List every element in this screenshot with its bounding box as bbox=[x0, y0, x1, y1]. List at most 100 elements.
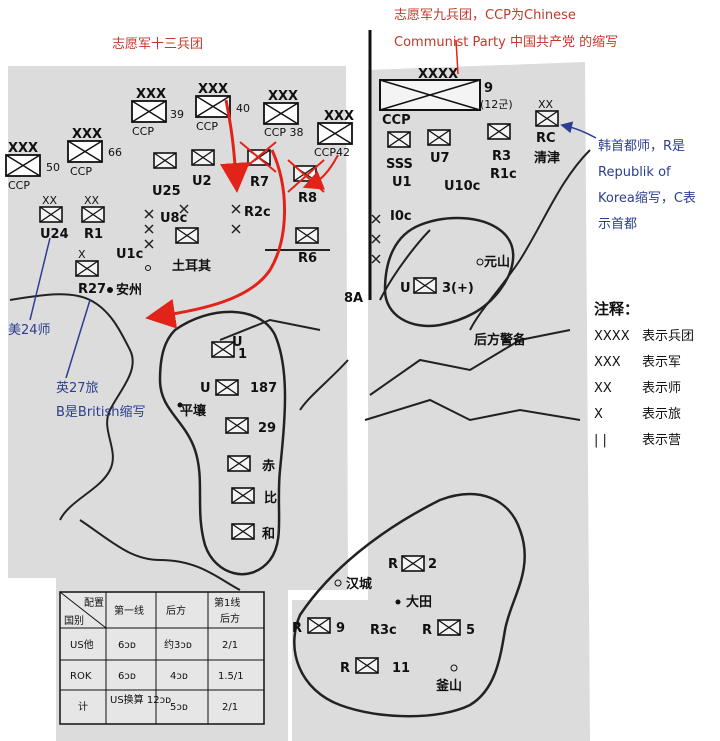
unit-29: 29 bbox=[225, 417, 276, 436]
pointer-uk27 bbox=[65, 299, 91, 379]
annotation-us24: 美24师 bbox=[8, 323, 51, 338]
unit-rc: XX RC bbox=[535, 98, 559, 146]
place-seoul: 汉城 bbox=[346, 576, 372, 592]
ccf-army-40-number: 40 bbox=[236, 102, 250, 115]
pyongyang-zone bbox=[158, 310, 287, 576]
svg-text:9: 9 bbox=[484, 81, 493, 96]
place-anzhou: 安州 bbox=[116, 282, 142, 298]
svg-text:XX: XX bbox=[538, 98, 554, 111]
svg-text:赤: 赤 bbox=[262, 458, 275, 474]
xxx-marker: XXX bbox=[8, 141, 38, 156]
attack-arrow-38-sweep bbox=[145, 149, 286, 329]
town-marker bbox=[145, 265, 151, 271]
front-line-right bbox=[371, 214, 381, 264]
table-row-us-c2: 约3ᴐᴅ bbox=[164, 638, 192, 651]
svg-text:R27: R27 bbox=[78, 282, 106, 297]
table-row-us-c1: 6ᴐᴅ bbox=[118, 640, 136, 651]
svg-text:U7: U7 bbox=[430, 151, 450, 166]
place-busan: 釜山 bbox=[435, 678, 462, 694]
unit-r8: R8 bbox=[293, 165, 317, 206]
unit-u24: XX U24 bbox=[39, 194, 69, 242]
legend-meaning-1: 表示军 bbox=[642, 355, 681, 370]
table-row-total-c1: US换算 12ᴐᴅ bbox=[110, 693, 171, 706]
label-8a: 8A bbox=[344, 291, 363, 306]
attack-arrow-38-main bbox=[219, 99, 250, 193]
unit-u1c: U1c bbox=[116, 247, 143, 262]
legend-symbol-2: XX bbox=[594, 381, 612, 396]
ccf-army-40-label: CCP bbox=[196, 120, 218, 133]
ccf-army-42: XXX CCP42 bbox=[314, 109, 354, 159]
svg-text:土耳其: 土耳其 bbox=[172, 258, 211, 274]
svg-text:29: 29 bbox=[258, 421, 276, 436]
table-row-rok-c1: 6ᴐᴅ bbox=[118, 671, 136, 682]
pointer-us24 bbox=[29, 237, 51, 321]
svg-text:(12군): (12군) bbox=[480, 98, 513, 111]
unit-r1: XX R1 bbox=[81, 194, 105, 242]
table-col2: 后方 bbox=[166, 604, 186, 617]
table-row-us-c3: 2/1 bbox=[222, 640, 238, 651]
ccf-army-39-label: CCP bbox=[132, 125, 154, 138]
place-pyongyang: 平壤 bbox=[180, 403, 207, 419]
svg-text:9: 9 bbox=[336, 621, 345, 636]
svg-text:187: 187 bbox=[250, 381, 277, 396]
unit-r7: R7 bbox=[247, 149, 271, 190]
annotation-rok-capital-4: 示首都 bbox=[598, 217, 637, 232]
unit-u187: U 187 bbox=[200, 379, 277, 396]
annotation-ccf9-line1: 志愿军九兵团，CCP为Chinese bbox=[394, 8, 576, 23]
table-row-rok-label: ROK bbox=[70, 671, 92, 682]
ccf-army-50-label: CCP bbox=[8, 179, 30, 192]
svg-text:比: 比 bbox=[264, 490, 277, 506]
svg-text:R: R bbox=[292, 621, 302, 636]
busan-marker bbox=[450, 664, 458, 672]
pyongyang-marker bbox=[177, 402, 183, 408]
svg-text:R7: R7 bbox=[250, 175, 269, 190]
table-row-rok-c2: 4ᴐᴅ bbox=[170, 671, 188, 682]
svg-text:SSS: SSS bbox=[386, 157, 413, 172]
unit-u25: U25 bbox=[152, 152, 181, 199]
xxx-marker: XXX bbox=[198, 82, 228, 97]
seoul-marker bbox=[334, 579, 342, 587]
svg-text:XX: XX bbox=[84, 194, 100, 207]
table-corner-bottom: 国别 bbox=[64, 615, 84, 627]
place-yuanshan: 元山 bbox=[484, 254, 510, 270]
svg-text:CCP: CCP bbox=[382, 113, 411, 128]
ccf-army-50: XXX CCP 50 bbox=[5, 141, 60, 192]
annotation-ccf13: 志愿军十三兵团 bbox=[112, 37, 203, 52]
attack-arrow-42 bbox=[302, 154, 339, 190]
unit-r3: R3 bbox=[487, 123, 511, 164]
ccf-army-38: XXX CCP 38 bbox=[263, 89, 304, 139]
svg-text:2: 2 bbox=[428, 557, 437, 572]
unit-r9: R 9 bbox=[292, 617, 345, 636]
ccf-army-40: XXX CCP 40 bbox=[195, 82, 250, 133]
unit-he: 和 bbox=[231, 523, 275, 542]
unit-turkey-brigade: 土耳其 bbox=[172, 227, 211, 274]
xxx-marker: XXX bbox=[268, 89, 298, 104]
legend-title: 注释： bbox=[594, 300, 639, 318]
unit-i0c: I0c bbox=[390, 209, 412, 224]
table-row-rok-c3: 1.5/1 bbox=[218, 671, 244, 682]
xxx-marker: XXX bbox=[324, 109, 354, 124]
ccf-army-66-label: CCP bbox=[70, 165, 92, 178]
map-right-sheet bbox=[292, 62, 590, 741]
daejeon-marker bbox=[395, 599, 401, 605]
legend-symbol-0: XXXX bbox=[594, 329, 630, 344]
unit-r2: R 2 bbox=[388, 555, 437, 572]
svg-text:5: 5 bbox=[466, 623, 475, 638]
ccf-army-66-number: 66 bbox=[108, 146, 122, 159]
ccf-army-50-number: 50 bbox=[46, 161, 60, 174]
unit-u2: U2 bbox=[191, 149, 215, 189]
legend-meaning-4: 表示营 bbox=[642, 433, 681, 448]
ccf-army-39-number: 39 bbox=[170, 108, 184, 121]
annotation-rok-capital-1: 韩首都师，R是 bbox=[598, 139, 685, 154]
wonsan-zone bbox=[383, 216, 515, 328]
annotation-ccf9-line2: Communist Party 中国共产党 的缩写 bbox=[394, 34, 618, 50]
table-col1: 第一线 bbox=[114, 604, 144, 617]
table-row-total-label: 计 bbox=[78, 700, 88, 713]
svg-text:U: U bbox=[400, 281, 411, 296]
unit-u8c: U8c bbox=[160, 211, 187, 226]
xxx-marker: XXX bbox=[136, 87, 166, 102]
svg-text:R1: R1 bbox=[84, 227, 103, 242]
unit-u1-pyongyang: U 1 bbox=[211, 335, 247, 362]
svg-text:U: U bbox=[232, 335, 243, 350]
